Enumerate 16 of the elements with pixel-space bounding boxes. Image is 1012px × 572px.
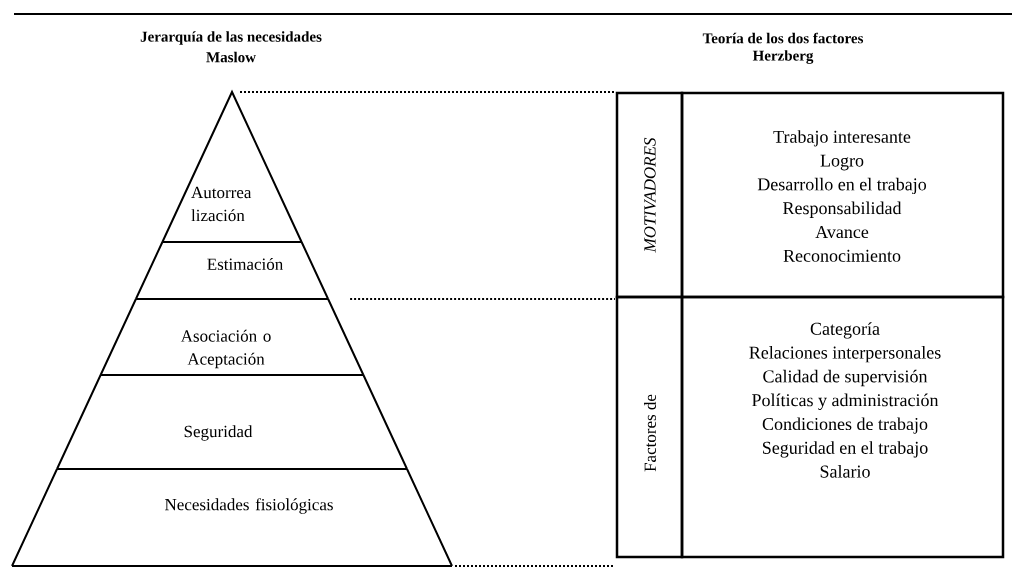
pyramid-level: Seguridad: [56, 374, 408, 470]
pyramid-level: Estimación: [134, 241, 330, 300]
guide-line: [454, 565, 616, 567]
heading: Maslow: [206, 51, 256, 63]
table-cell: Categoría Relaciones interpersonales Calidad de supervisión Políticas y administración Condiciones de trabajo Seguridad en el trabajo Salario: [680, 295, 1005, 559]
table-cell: Factores de: [615, 295, 684, 559]
table-cell: MOTIVADORES: [615, 91, 684, 299]
heading: Herzberg: [752, 50, 814, 64]
table-cell: Trabajo interesante Logro Desarrollo en el trabajo Responsabilidad Avance Reconocimiento: [680, 91, 1005, 299]
heading: Teoría de los dos factores: [702, 32, 864, 44]
pyramid-level: Necesidades fisiológicas: [11, 468, 453, 567]
guide-line: [239, 91, 616, 93]
guide-line: [349, 298, 616, 300]
pyramid-level: Autorrea lización: [161, 89, 303, 243]
pyramid-level: Asociación o Aceptación: [99, 298, 365, 376]
heading: Jerarquía de las necesidades: [140, 31, 322, 45]
